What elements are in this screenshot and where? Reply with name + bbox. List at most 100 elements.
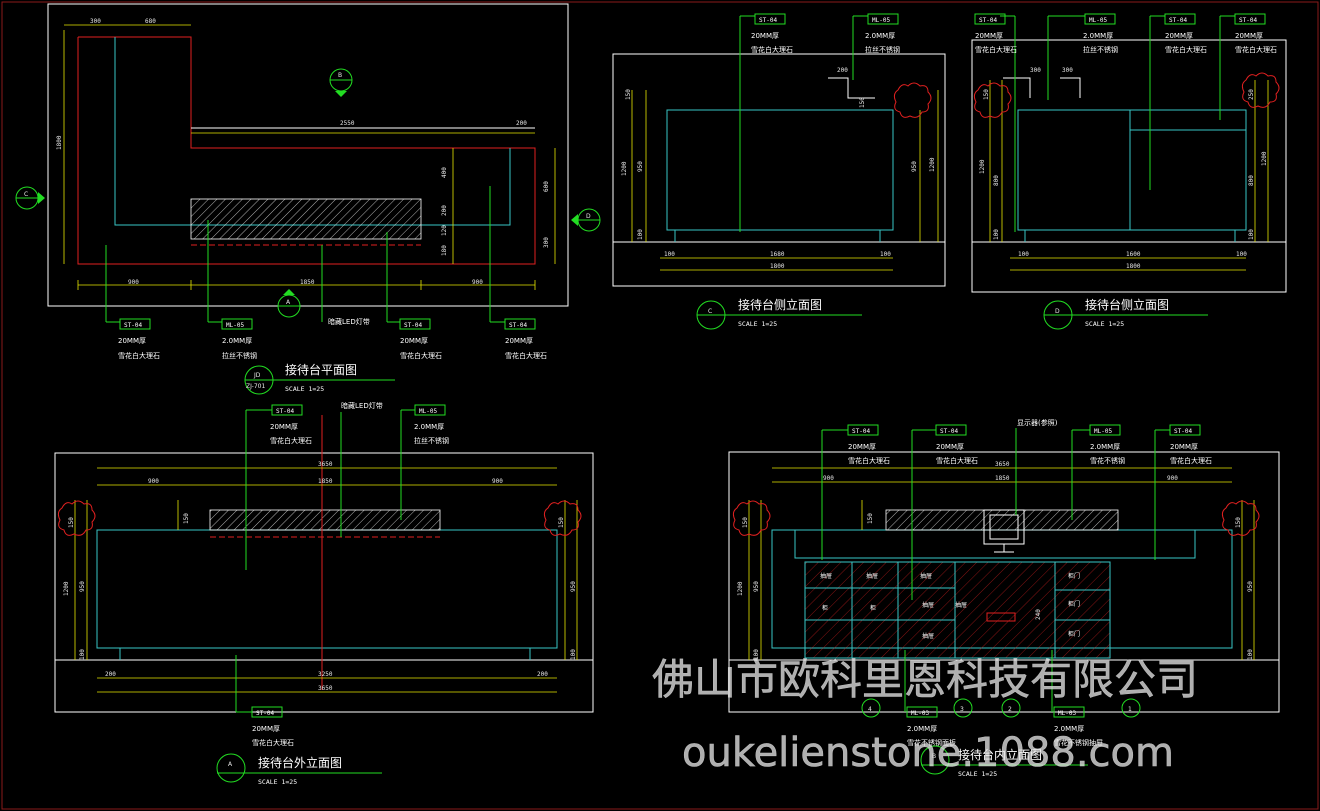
dim-text: 300 bbox=[543, 237, 550, 248]
drawer-label: 抽屉 bbox=[922, 632, 934, 640]
dim-text: 1800 bbox=[1126, 263, 1141, 270]
side-d-scale: SCALE 1=25 bbox=[1085, 320, 1124, 328]
side-d-material-tags: ST-04 20MM厚 雪花白大理石 ML-05 2.0MM厚 拉丝不锈钢 ST… bbox=[974, 13, 1277, 232]
dim-text: 150 bbox=[183, 513, 190, 524]
dim-text: 200 bbox=[105, 671, 116, 678]
grid-marker-4: 4 bbox=[868, 706, 872, 713]
dim-text: 100 bbox=[1236, 251, 1247, 258]
dim-text: 1200 bbox=[737, 581, 744, 596]
dim-text: 100 bbox=[637, 229, 644, 240]
side-c-frame bbox=[612, 53, 946, 287]
back-b-scale: SCALE 1=25 bbox=[958, 770, 997, 778]
dim-text: 1200 bbox=[929, 157, 936, 172]
revision-cloud bbox=[1241, 72, 1280, 108]
tag-line2: 雪花白大理石 bbox=[751, 45, 793, 54]
plan-view: 300 680 1800 2550 200 400 200 120 180 60… bbox=[15, 3, 601, 395]
tag-line1: 2.0MM厚 bbox=[414, 423, 444, 431]
drawer-grid: 抽屉 抽屉 抽屉 柜 柜 抽屉 抽屉 抽屉 柜门 柜门 柜门 240 bbox=[805, 562, 1110, 658]
section-marker-a: A bbox=[277, 289, 301, 318]
dim-text: 180 bbox=[441, 245, 448, 256]
section-marker-b: B bbox=[329, 68, 353, 97]
marker-letter: B bbox=[338, 72, 342, 79]
dim-text: 950 bbox=[911, 161, 918, 172]
dim-text: 900 bbox=[472, 279, 483, 286]
tag-line2: 雪花不锈钢 bbox=[1090, 456, 1125, 465]
dim-text: 900 bbox=[823, 475, 834, 482]
side-d-title: 接待台侧立面图 bbox=[1085, 297, 1169, 312]
dim-text: 200 bbox=[837, 67, 848, 74]
tag-line1: 2.0MM厚 bbox=[907, 725, 937, 733]
tag-code: ST-04 bbox=[852, 428, 870, 435]
dim-text: 300 bbox=[1062, 67, 1073, 74]
tag-line1: 2.0MM厚 bbox=[1083, 32, 1113, 40]
front-elevation-a: 3650 1850 900 900 150 1200 950 100 150 9… bbox=[54, 401, 594, 786]
tag-code: ML-05 bbox=[1089, 17, 1107, 24]
dim-text: 3650 bbox=[995, 461, 1010, 468]
plan-dimensions: 300 680 1800 2550 200 400 200 120 180 60… bbox=[56, 18, 556, 290]
back-elevation-b: 抽屉 抽屉 抽屉 柜 柜 抽屉 抽屉 抽屉 柜门 柜门 柜门 240 3650 … bbox=[728, 418, 1280, 778]
tag-code: 暗藏LED灯带 bbox=[328, 317, 370, 326]
tag-line2: 拉丝不锈钢 bbox=[865, 45, 900, 54]
tag-line1: 20MM厚 bbox=[118, 337, 146, 345]
dim-text: 150 bbox=[68, 517, 75, 528]
tag-code: ST-04 bbox=[509, 322, 527, 329]
drawer-label: 抽屉 bbox=[922, 601, 934, 609]
front-a-frame bbox=[54, 452, 594, 713]
side-d-title-block: D 接待台侧立面图 SCALE 1=25 bbox=[1043, 297, 1208, 330]
dim-text: 900 bbox=[1167, 475, 1178, 482]
dim-text: 680 bbox=[145, 18, 156, 25]
front-a-title: 接待台外立面图 bbox=[258, 755, 342, 770]
side-c-title-block: C 接待台侧立面图 SCALE 1=25 bbox=[696, 297, 862, 330]
tag-line2: 拉丝不锈钢 bbox=[414, 436, 449, 445]
plan-title-block: JD ZJ-701 接待台平面图 SCALE 1=25 bbox=[244, 362, 395, 395]
dim-text: 1200 bbox=[63, 581, 70, 596]
tag-line1: 2.0MM厚 bbox=[1090, 443, 1120, 451]
drawer-label: 柜门 bbox=[1068, 600, 1080, 608]
tag-code: ML-03 bbox=[1058, 710, 1076, 717]
front-a-dimensions: 3650 1850 900 900 150 1200 950 100 150 9… bbox=[63, 461, 578, 693]
dim-text: 100 bbox=[664, 251, 675, 258]
tag-line1: 20MM厚 bbox=[936, 443, 964, 451]
tag-line2: 雪花白大理石 bbox=[1170, 456, 1212, 465]
front-a-material-tags: ST-04 20MM厚 雪花白大理石 暗藏LED灯带 ML-05 2.0MM厚 … bbox=[235, 401, 449, 747]
dim-text: 400 bbox=[441, 167, 448, 178]
drawer-label: 柜 bbox=[870, 604, 876, 612]
tag-line1: 20MM厚 bbox=[975, 32, 1003, 40]
drawer-label: 柜 bbox=[822, 604, 828, 612]
tag-code: ML-05 bbox=[1094, 428, 1112, 435]
back-b-hatch-top bbox=[885, 509, 1119, 531]
tag-code: ST-04 bbox=[256, 710, 274, 717]
dim-text: 100 bbox=[79, 649, 86, 660]
plan-symbol-bottom: ZJ-701 bbox=[246, 383, 265, 390]
monitor-icon bbox=[983, 509, 1025, 553]
dim-text: 150 bbox=[558, 517, 565, 528]
tag-line1: 20MM厚 bbox=[1170, 443, 1198, 451]
tag-line1: 20MM厚 bbox=[252, 725, 280, 733]
tag-line2: 拉丝不锈钢 bbox=[222, 351, 257, 360]
dim-text: 200 bbox=[516, 120, 527, 127]
marker-letter: C bbox=[708, 308, 712, 315]
dim-text: 100 bbox=[1248, 229, 1255, 240]
dim-text: 2550 bbox=[340, 120, 355, 127]
dim-text: 950 bbox=[570, 581, 577, 592]
side-c-scale: SCALE 1=25 bbox=[738, 320, 777, 328]
dim-text: 200 bbox=[441, 205, 448, 216]
watermark: 佛山市欧科里恩科技有限公司 oukelienstone.1088.com bbox=[652, 655, 1199, 777]
plan-scale: SCALE 1=25 bbox=[285, 385, 324, 393]
drawer-label: 抽屉 bbox=[820, 572, 832, 580]
dim-text: 1850 bbox=[995, 475, 1010, 482]
revision-cloud bbox=[543, 500, 582, 536]
tag-code: ST-04 bbox=[940, 428, 958, 435]
dim-text: 600 bbox=[543, 181, 550, 192]
plan-title: 接待台平面图 bbox=[285, 362, 357, 377]
dim-text: 800 bbox=[1248, 175, 1255, 186]
plan-symbol-top: JD bbox=[253, 372, 261, 379]
marker-letter: A bbox=[228, 761, 233, 768]
tag-code: ML-05 bbox=[226, 322, 244, 329]
dim-text: 120 bbox=[441, 225, 448, 236]
tag-code: ST-04 bbox=[276, 408, 294, 415]
tag-code: ST-04 bbox=[979, 17, 997, 24]
grid-marker-3: 3 bbox=[960, 706, 964, 713]
